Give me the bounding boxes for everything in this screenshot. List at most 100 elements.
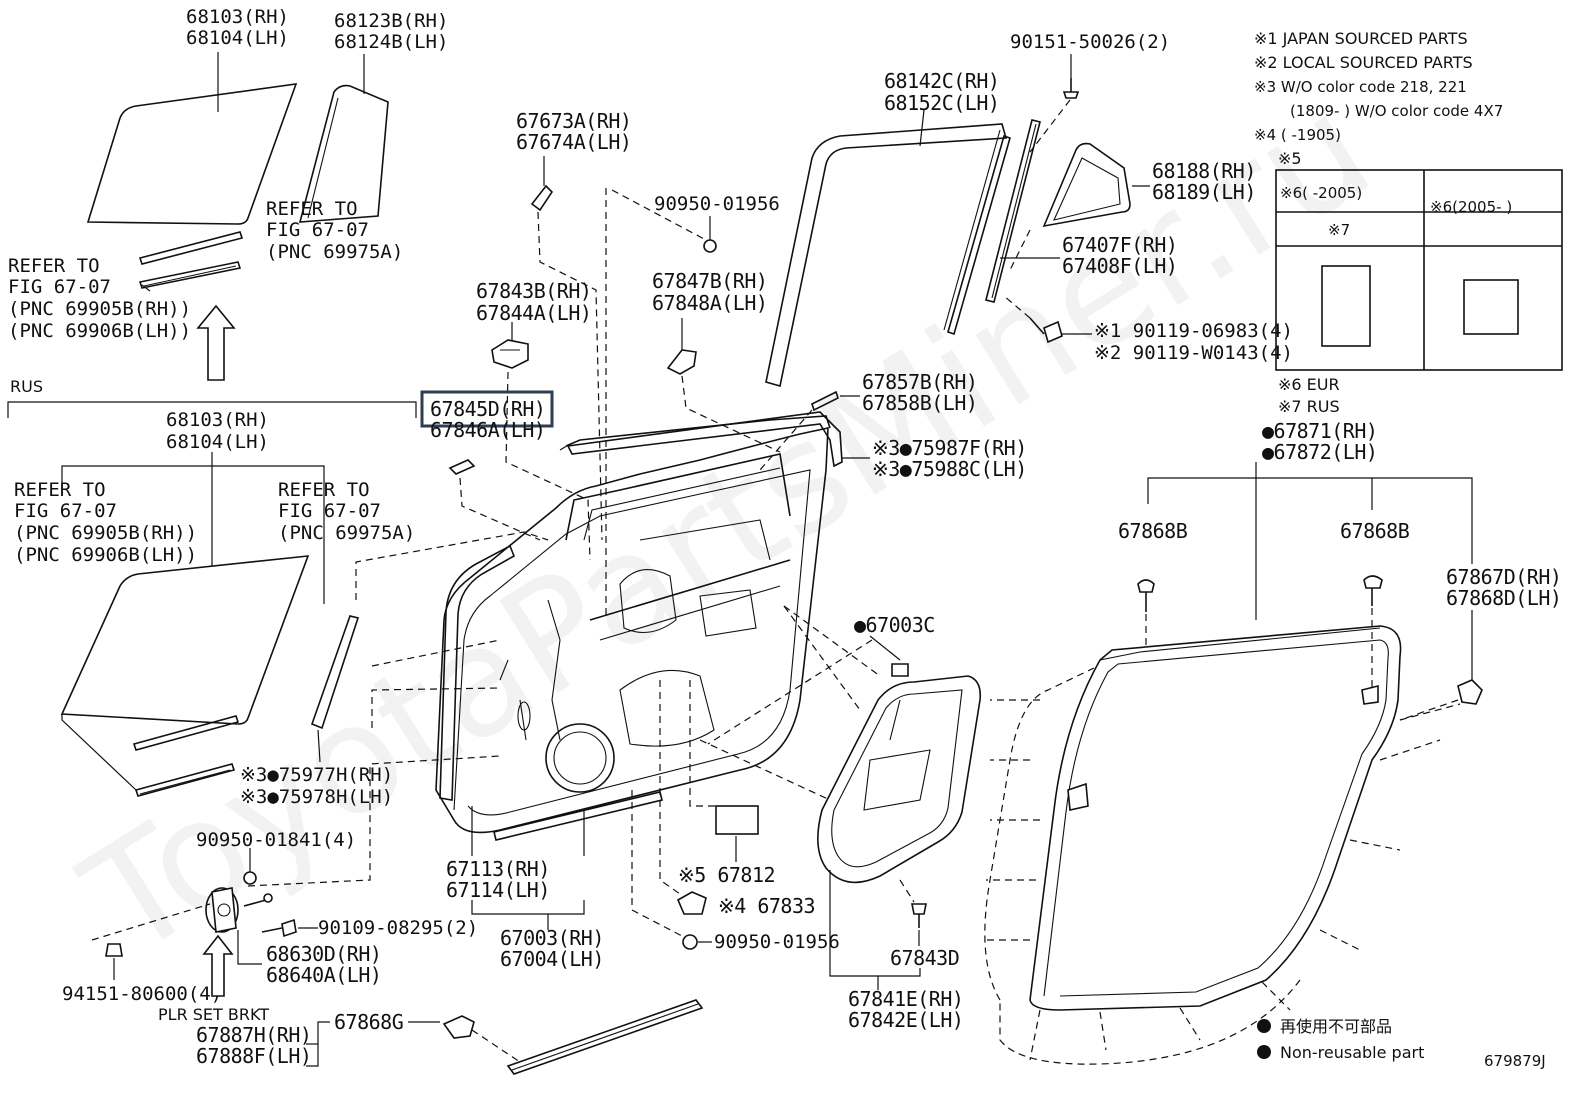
- clip-67833: [676, 891, 707, 915]
- clip-67867d: [1457, 679, 1483, 705]
- label-68630d-rh: 68630D(RH): [266, 942, 381, 966]
- door-glass-rus: [60, 555, 310, 797]
- label-67841e-rh: 67841E(RH): [848, 987, 963, 1011]
- label-67872-lh: ●67872(LH): [1262, 440, 1377, 464]
- label-75977h-rh: ※3●75977H(RH): [240, 764, 393, 786]
- molding-67857b: [811, 390, 839, 412]
- door-seal-left: [439, 544, 516, 801]
- label-90151: 90151-50026(2): [1010, 31, 1170, 53]
- refer-a-line2: FIG 67-07: [266, 219, 369, 241]
- legend-dot-icon-en: [1257, 1045, 1271, 1059]
- label-90950-01841: 90950-01841(4): [196, 829, 356, 851]
- label-68142c-rh: 68142C(RH): [884, 69, 999, 93]
- note-3b: (1809- ) W/O color code 4X7: [1290, 102, 1503, 120]
- label-68124b-lh: 68124B(LH): [334, 31, 448, 53]
- label-68103-rh-rus: 68103(RH): [166, 409, 269, 431]
- glass-run-strip-upper: [138, 231, 244, 289]
- quarter-window-68188: [1042, 142, 1131, 228]
- label-67674a-lh: 67674A(LH): [516, 130, 631, 154]
- refer-c-line2: FIG 67-07: [14, 500, 117, 522]
- window-frame-67407f: [985, 119, 1041, 303]
- label-90119-06983: ※1 90119-06983(4): [1094, 320, 1293, 342]
- refer-a-line1: REFER TO: [266, 198, 358, 220]
- label-67843b-rh: 67843B(RH): [476, 279, 591, 303]
- rocker-molding-67887h: [506, 999, 704, 1075]
- market-note-rus: ※7 RUS: [1278, 397, 1340, 416]
- label-67114-lh: 67114(LH): [446, 878, 550, 902]
- clip-67673a: [530, 184, 554, 212]
- label-68189-lh: 68189(LH): [1152, 180, 1256, 204]
- label-sticker-67812: [715, 805, 759, 835]
- label-67868g: 67868G: [334, 1010, 403, 1034]
- box-cell-right: ※6(2005- ): [1430, 198, 1512, 216]
- nut-67003c: [891, 663, 909, 677]
- label-68104-lh: 68104(LH): [186, 27, 289, 49]
- label-67868b-2: 67868B: [1340, 519, 1410, 543]
- legend-jp: 再使用不可部品: [1280, 1017, 1392, 1036]
- label-67848a-lh: 67848A(LH): [652, 291, 767, 315]
- refer-b-line1: REFER TO: [8, 255, 100, 277]
- label-67846a-lh: 67846A(LH): [430, 418, 545, 442]
- label-68152c-lh: 68152C(LH): [884, 91, 999, 115]
- clip-67868b-1: [1137, 579, 1155, 612]
- label-90109: 90109-08295(2): [318, 917, 478, 939]
- label-94151: 94151-80600(4): [62, 983, 222, 1005]
- label-67868d-lh: 67868D(LH): [1446, 586, 1561, 610]
- highlight-67845d-box: [420, 390, 554, 428]
- label-90119-w0143: ※2 90119-W0143(4): [1094, 342, 1293, 364]
- label-67833: ※4 67833: [718, 894, 815, 918]
- note-2: ※2 LOCAL SOURCED PARTS: [1254, 53, 1473, 72]
- label-plr-set-brkt: PLR SET BRKT: [158, 1005, 269, 1024]
- label-90950-01956-bot: 90950-01956: [714, 931, 840, 953]
- label-90950-01956-top: 90950-01956: [654, 193, 780, 215]
- door-bottom-strip: [493, 791, 663, 841]
- up-arrow-plr-icon: [202, 934, 234, 997]
- label-67843d: 67843D: [890, 946, 959, 970]
- label-67847b-rh: 67847B(RH): [652, 269, 767, 293]
- label-67408f-lh: 67408F(LH): [1062, 254, 1177, 278]
- market-note-eur: ※6 EUR: [1278, 375, 1340, 394]
- refer-c-line3: (PNC 69905B(RH)): [14, 522, 197, 544]
- note-1: ※1 JAPAN SOURCED PARTS: [1254, 29, 1468, 48]
- label-67868b-1: 67868B: [1118, 519, 1188, 543]
- glass-run-68142c: [765, 123, 1011, 388]
- label-67812: ※5 67812: [678, 863, 775, 887]
- label-68640a-lh: 68640A(LH): [266, 963, 381, 987]
- label-68123b-rh: 68123B(RH): [334, 10, 448, 32]
- door-weatherstrip-67871: [1029, 625, 1402, 1011]
- clip-67868b-2: [1363, 575, 1383, 606]
- glass-channel-rus: [310, 615, 360, 730]
- nut-94151: [105, 943, 123, 957]
- screw-90151: [1062, 78, 1080, 99]
- refer-a-line3: (PNC 69975A): [266, 241, 403, 263]
- bolt-small-side: [243, 893, 273, 907]
- section-label-rus: RUS: [10, 377, 43, 396]
- label-67845d-rh: 67845D(RH): [430, 397, 545, 421]
- refer-d-line2: FIG 67-07: [278, 500, 381, 522]
- clip-67845d: [448, 459, 476, 475]
- label-75987f-rh: ※3●75987F(RH): [872, 436, 1027, 460]
- refer-b-line3: (PNC 69905B(RH)): [8, 298, 191, 320]
- label-67887h-rh: 67887H(RH): [196, 1023, 311, 1047]
- label-68103-rh: 68103(RH): [186, 6, 289, 28]
- label-67673a-rh: 67673A(RH): [516, 109, 631, 133]
- label-67871-rh: ●67871(RH): [1262, 419, 1377, 443]
- screw-67843d: [911, 903, 927, 928]
- box-cell-sub: ※7: [1328, 221, 1350, 239]
- label-67857b-rh: 67857B(RH): [862, 370, 977, 394]
- nut-90950-01841: [243, 871, 257, 885]
- nut-90950-01956-bottom: [682, 934, 698, 950]
- bracket-67843b: [491, 339, 529, 369]
- label-68188-rh: 68188(RH): [1152, 159, 1256, 183]
- legend-en: Non-reusable part: [1280, 1043, 1424, 1062]
- diagram-id: 679879J: [1484, 1052, 1546, 1070]
- pillar-bracket-68630d: [205, 887, 239, 933]
- label-67003c: ●67003C: [854, 613, 935, 637]
- clip-67868g: [442, 1015, 475, 1039]
- refer-b-line4: (PNC 69906B(LH)): [8, 320, 191, 342]
- label-67407f-rh: 67407F(RH): [1062, 233, 1177, 257]
- sticker-variant-box: [1275, 169, 1563, 371]
- bolt-90119: [1029, 317, 1063, 344]
